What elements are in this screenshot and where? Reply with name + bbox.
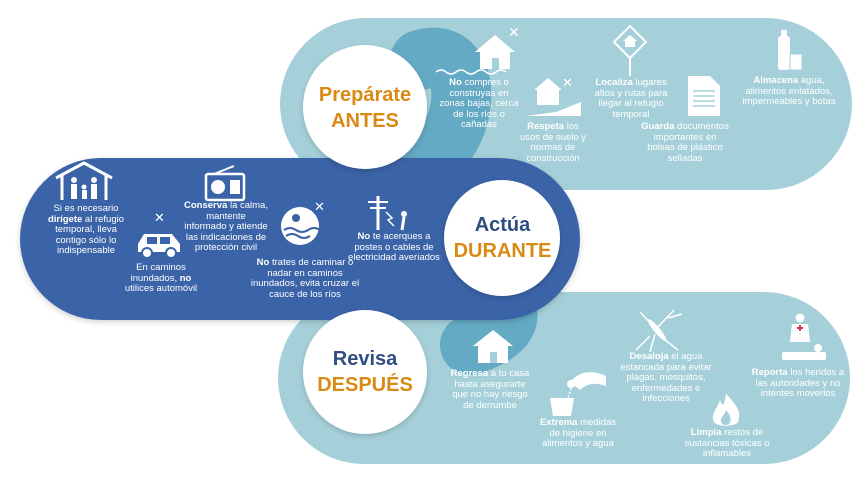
antes-heading-line1: Prepárate (318, 84, 412, 106)
despues-band (278, 292, 850, 464)
durante-item-2: En caminos inundados, no utilices automó… (124, 262, 198, 294)
despues-item-4: Limpia restos de sustancias tóxicas o in… (684, 427, 770, 459)
durante-heading-line1: Actúa (474, 214, 531, 236)
despues-heading-line2: DESPUÉS (317, 374, 413, 396)
despues-item-2: Extrema medidas de higiene en alimentos … (539, 417, 617, 449)
durante-heading: Actúa DURANTE (440, 212, 565, 264)
mosquito-icon (635, 309, 683, 353)
antes-heading: Prepárate ANTES (300, 82, 430, 134)
despues-heading: Revisa DESPUÉS (300, 346, 430, 398)
flame-icon (712, 394, 740, 426)
family-shelter-icon (55, 161, 113, 200)
durante-item-3: Conserva la calma, mantente informado y … (184, 200, 268, 253)
power-line-icon (368, 196, 407, 231)
swimmer-icon (281, 207, 321, 245)
durante-item-5: No te acerques a postes o cables de elec… (348, 231, 440, 263)
water-glass-icon (550, 372, 606, 416)
shelter-sign-icon (612, 24, 648, 76)
despues-heading-line1: Revisa (332, 348, 398, 370)
despues-item-3: Desaloja el agua estancada para evitar p… (620, 351, 712, 404)
water-waves-icon (435, 69, 507, 75)
no-mark-icon-3: ✕ (154, 210, 165, 225)
despues-circle (303, 310, 427, 434)
durante-item-1: Si es necesario dirígete al refugio temp… (47, 203, 125, 256)
despues-item-1: Regresa a tu casa hasta asegurarte que n… (450, 368, 530, 411)
car-icon (138, 234, 180, 259)
landslide-house-icon (526, 78, 581, 116)
antes-item-2: Respeta los usos de suelo y normas de co… (519, 121, 586, 164)
durante-heading-line2: DURANTE (453, 240, 552, 262)
house-icon (475, 35, 515, 69)
durante-circle (444, 180, 560, 296)
document-icon (688, 76, 720, 116)
no-mark-icon: ✕ (508, 24, 520, 40)
antes-heading-line2: ANTES (331, 110, 399, 132)
antes-item-5: Almacena agua, alimentos enlatados, impe… (742, 75, 836, 107)
durante-item-4: No trates de caminar o nadar en caminos … (250, 257, 360, 300)
despues-item-5: Reporta los heridos a las autoridades y … (751, 367, 845, 399)
first-aid-icon (782, 313, 826, 360)
antes-item-1: No compres o construyas en zonas bajas, … (439, 77, 519, 130)
no-mark-icon-2: ✕ (562, 75, 573, 90)
antes-circle (303, 45, 427, 169)
radio-icon (204, 165, 246, 202)
house-return-icon (473, 330, 513, 363)
food-water-icon (778, 30, 803, 71)
antes-item-3: Localiza lugares altos y rutas para lleg… (594, 77, 668, 120)
no-mark-icon-4: ✕ (314, 199, 325, 214)
antes-item-4: Guarda documentos importantes en bolsas … (641, 121, 729, 164)
